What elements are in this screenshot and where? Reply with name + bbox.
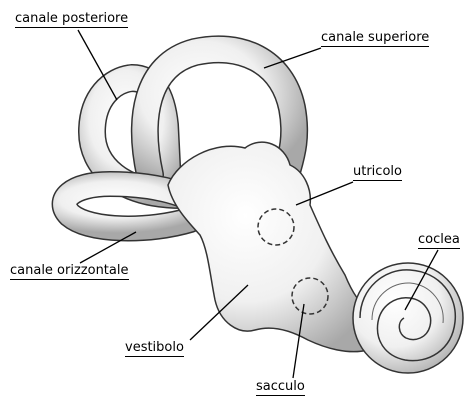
label-sacculo: sacculo	[256, 379, 305, 396]
label-coclea: coclea	[418, 232, 460, 249]
label-canale-orizzontale: canale orizzontale	[10, 263, 129, 280]
label-vestibolo: vestibolo	[125, 340, 184, 357]
cochlea	[353, 263, 463, 373]
vestibule-body	[168, 142, 372, 352]
label-canale-superiore: canale superiore	[321, 30, 429, 47]
label-canale-posteriore: canale posteriore	[15, 11, 128, 28]
label-utricolo: utricolo	[353, 164, 402, 181]
